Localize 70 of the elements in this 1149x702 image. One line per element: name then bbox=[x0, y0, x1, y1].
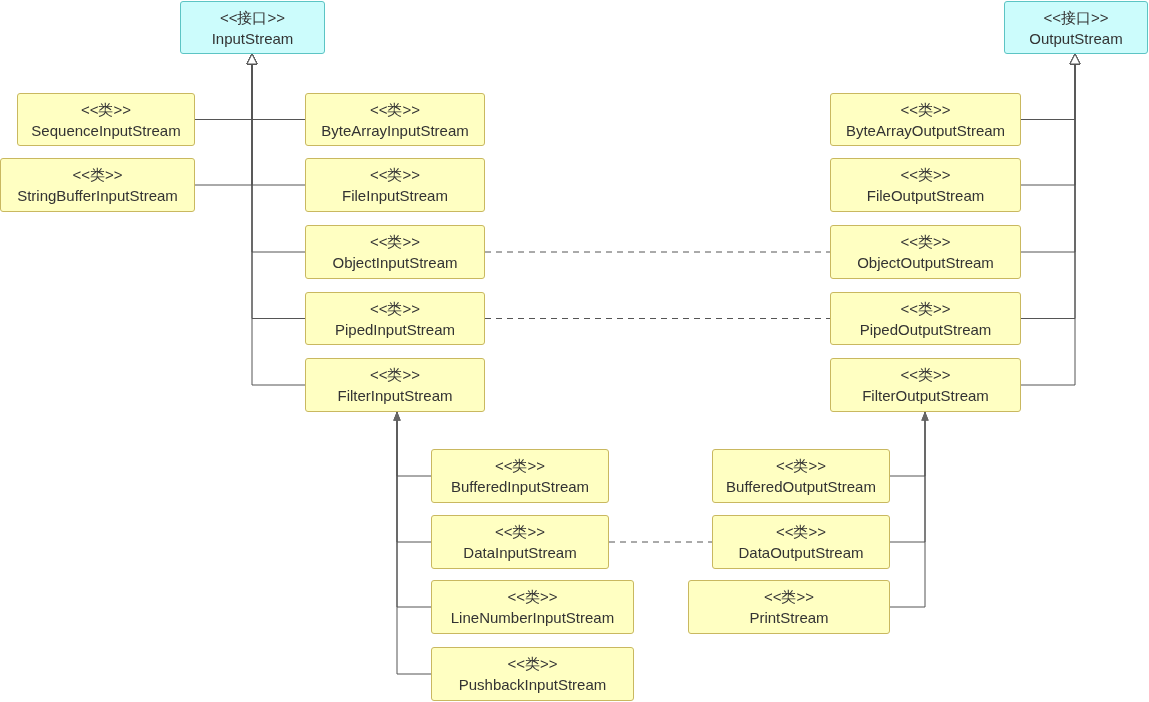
class-box bbox=[830, 158, 1021, 212]
stereotype-label: <<类>> bbox=[900, 365, 951, 385]
class-box bbox=[431, 647, 634, 701]
class-name: FileInputStream bbox=[342, 186, 448, 206]
class-name: InputStream bbox=[211, 28, 294, 49]
class-box bbox=[830, 358, 1021, 412]
class-box bbox=[17, 93, 195, 146]
class-name: BufferedInputStream bbox=[450, 477, 590, 497]
inheritance-arrow bbox=[393, 411, 432, 675]
stereotype-label: <<类>> bbox=[494, 522, 545, 542]
stereotype-label: <<类>> bbox=[369, 365, 420, 385]
class-name: StringBufferInputStream bbox=[17, 186, 178, 206]
stereotype-label: <<接口>> bbox=[1043, 7, 1109, 28]
stereotype-label: <<类>> bbox=[369, 99, 420, 120]
stereotype-label: <<类>> bbox=[900, 298, 951, 319]
class-box bbox=[431, 449, 609, 503]
stereotype-label: <<类>> bbox=[369, 298, 420, 319]
stereotype-label: <<接口>> bbox=[219, 7, 285, 28]
class-name: ObjectOutputStream bbox=[857, 253, 994, 273]
inheritance-arrow bbox=[889, 411, 929, 608]
stereotype-label: <<类>> bbox=[507, 654, 558, 674]
class-name: PipedInputStream bbox=[334, 319, 456, 340]
class-box bbox=[688, 580, 890, 634]
class-name: PrintStream bbox=[749, 608, 829, 628]
class-box bbox=[0, 158, 195, 212]
class-name: DataOutputStream bbox=[738, 543, 864, 563]
class-box bbox=[305, 158, 485, 212]
stereotype-label: <<类>> bbox=[80, 99, 131, 120]
class-name: FileOutputStream bbox=[866, 186, 985, 206]
stereotype-label: <<类>> bbox=[900, 99, 951, 120]
dashed-line bbox=[484, 318, 831, 319]
inheritance-arrow bbox=[1020, 53, 1081, 386]
class-box bbox=[305, 225, 485, 279]
class-name: ByteArrayInputStream bbox=[321, 120, 469, 141]
class-name: FilterOutputStream bbox=[862, 386, 989, 406]
class-box bbox=[305, 358, 485, 412]
stereotype-label: <<类>> bbox=[494, 456, 545, 476]
stereotype-label: <<类>> bbox=[72, 165, 123, 185]
stereotype-label: <<类>> bbox=[763, 587, 814, 607]
class-name: ObjectInputStream bbox=[332, 253, 458, 273]
dashed-line bbox=[484, 251, 831, 253]
class-name: LineNumberInputStream bbox=[450, 608, 615, 628]
class-name: ByteArrayOutputStream bbox=[845, 120, 1006, 141]
class-name: PushbackInputStream bbox=[458, 675, 607, 695]
stereotype-label: <<类>> bbox=[775, 456, 826, 476]
interface-box bbox=[1004, 1, 1148, 54]
interface-box bbox=[180, 1, 325, 54]
class-box bbox=[830, 225, 1021, 279]
class-box bbox=[712, 515, 890, 569]
class-name: FilterInputStream bbox=[337, 386, 453, 406]
stereotype-label: <<类>> bbox=[507, 587, 558, 607]
class-box bbox=[431, 515, 609, 569]
stereotype-label: <<类>> bbox=[369, 165, 420, 185]
class-box bbox=[830, 93, 1021, 146]
class-box bbox=[830, 292, 1021, 345]
inheritance-arrow bbox=[246, 53, 306, 386]
stereotype-label: <<类>> bbox=[900, 165, 951, 185]
class-name: OutputStream bbox=[1029, 28, 1123, 49]
class-name: PipedOutputStream bbox=[859, 319, 992, 340]
class-box bbox=[431, 580, 634, 634]
stereotype-label: <<类>> bbox=[775, 522, 826, 542]
class-name: DataInputStream bbox=[463, 543, 577, 563]
class-name: SequenceInputStream bbox=[31, 120, 181, 141]
stereotype-label: <<类>> bbox=[900, 232, 951, 252]
stereotype-label: <<类>> bbox=[369, 232, 420, 252]
class-box bbox=[305, 292, 485, 345]
class-box bbox=[305, 93, 485, 146]
class-box bbox=[712, 449, 890, 503]
dashed-line bbox=[608, 541, 713, 543]
class-name: BufferedOutputStream bbox=[726, 477, 876, 497]
